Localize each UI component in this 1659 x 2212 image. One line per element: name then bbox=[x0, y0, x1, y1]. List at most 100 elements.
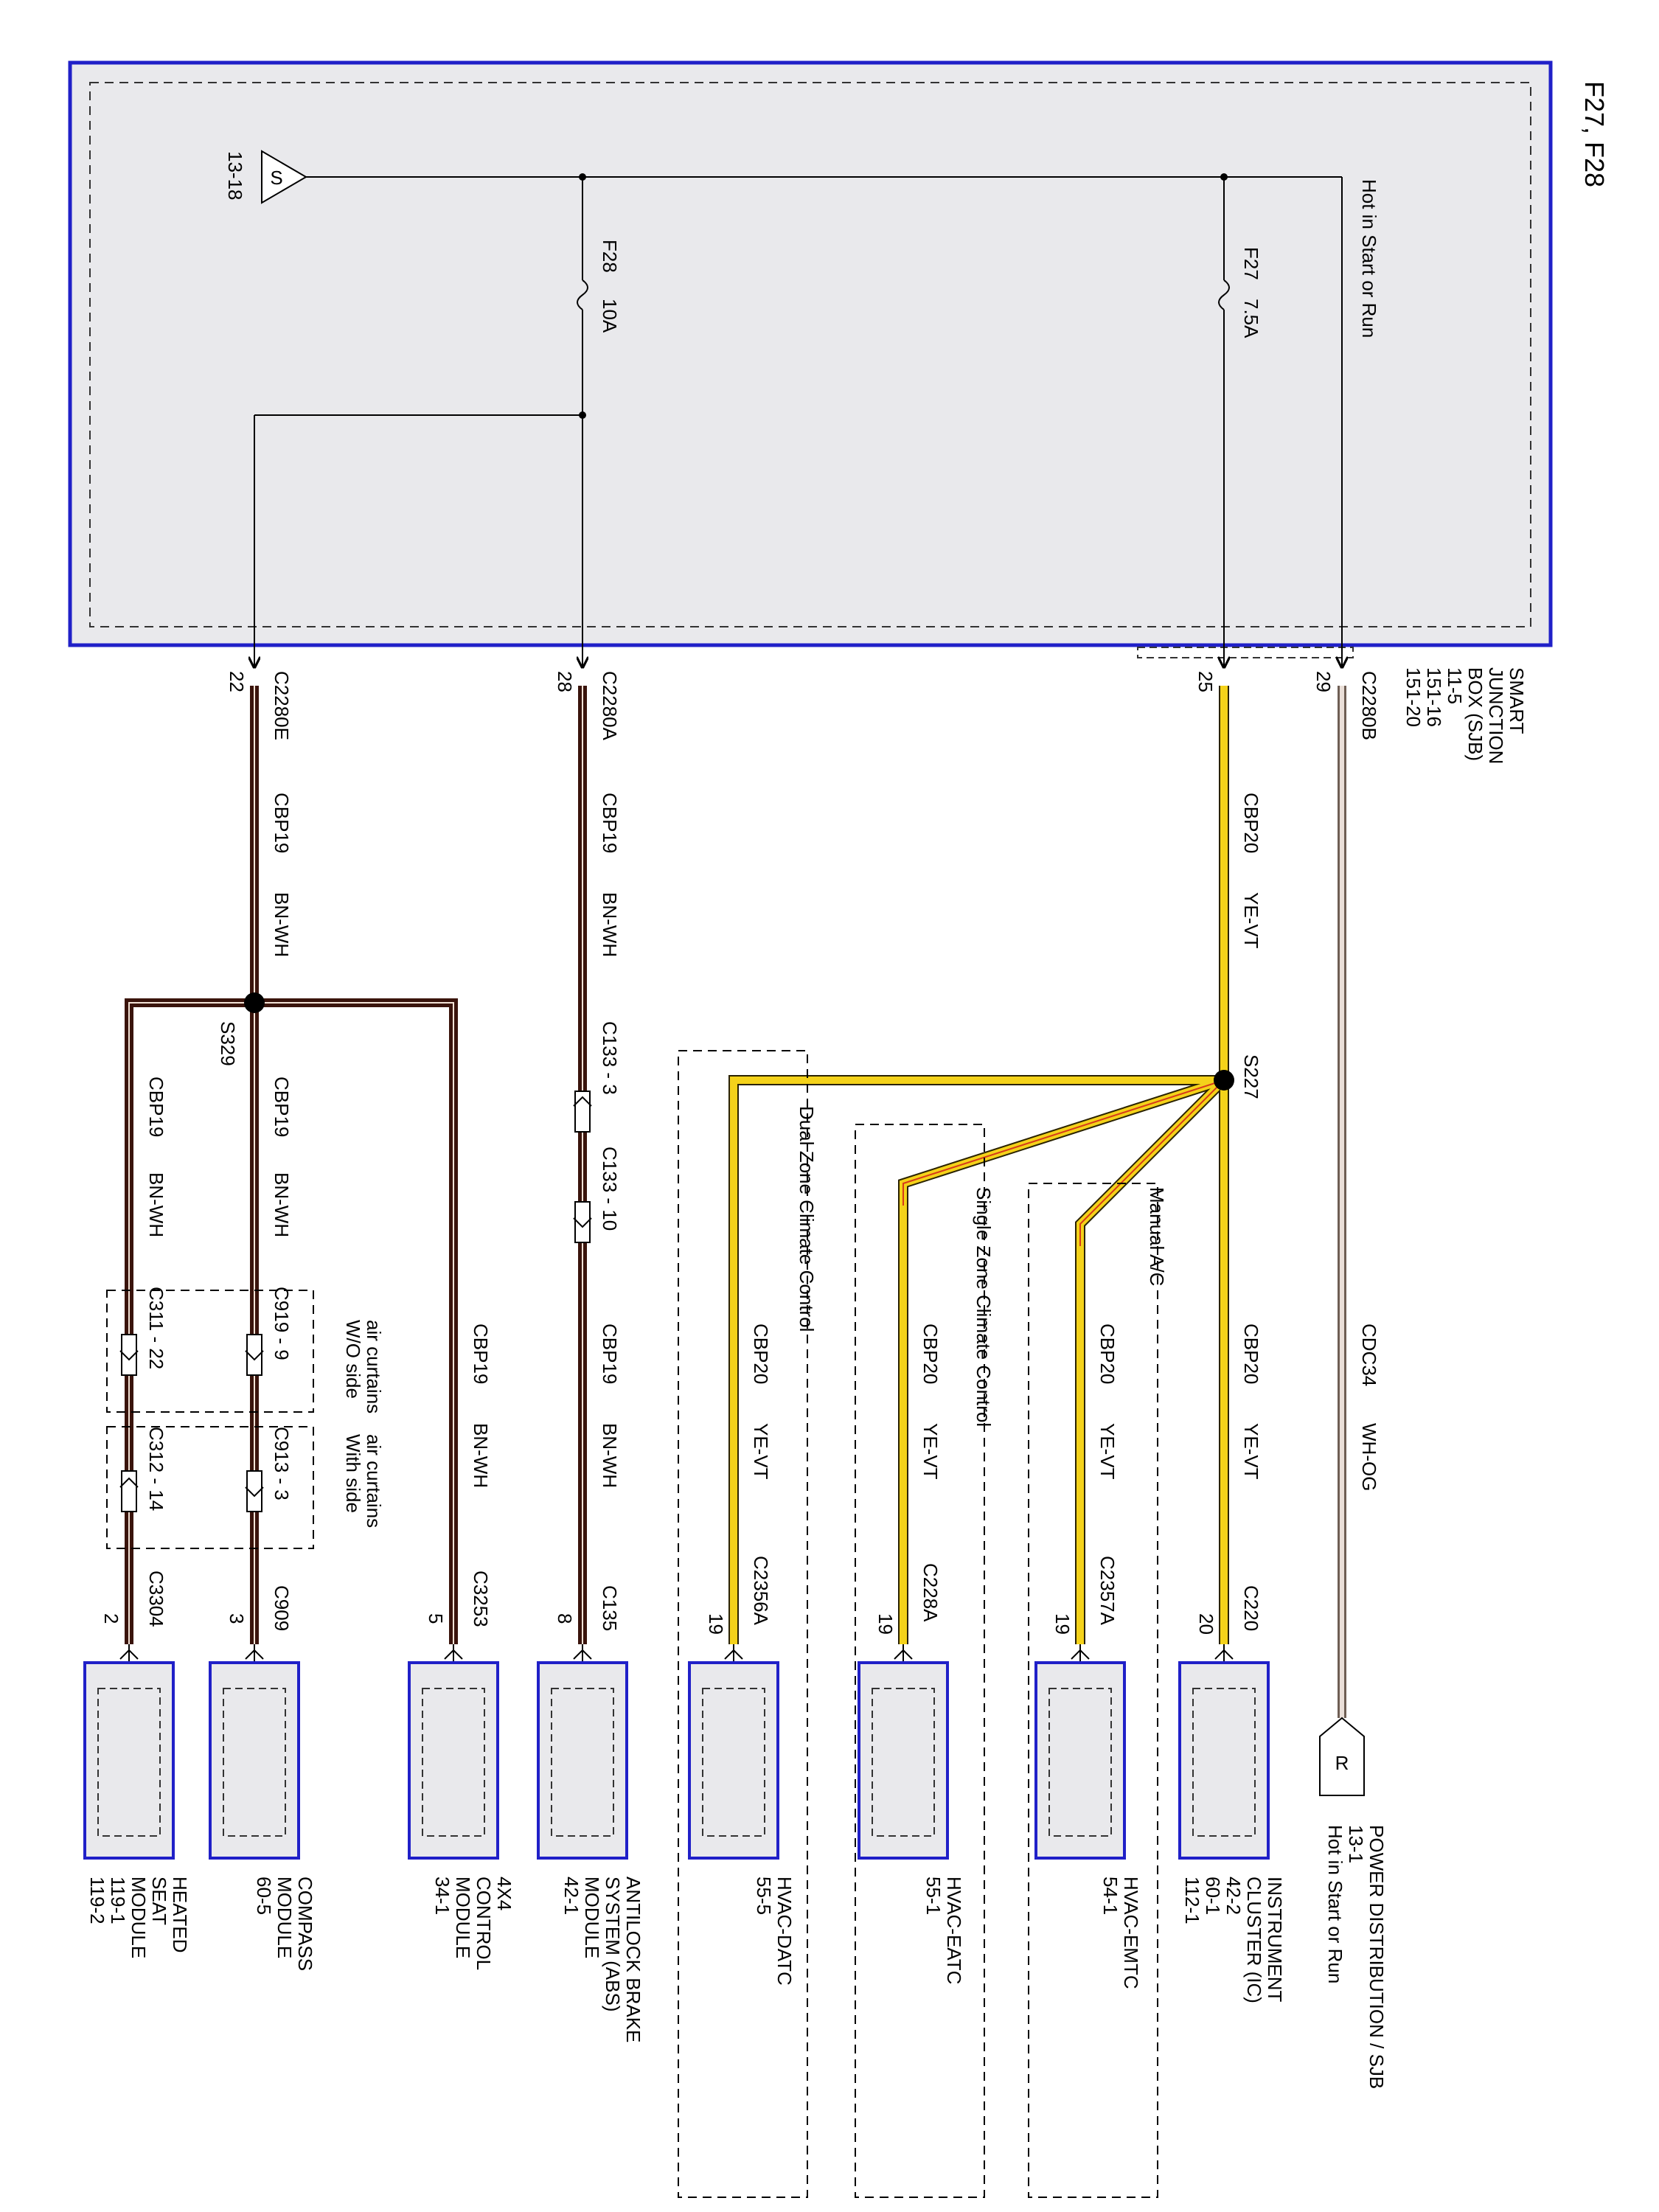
svg-text:air curtains: air curtains bbox=[363, 1434, 385, 1528]
inline-c311-22: C311 - 22 bbox=[145, 1287, 167, 1369]
fuse-f27-id: F27 bbox=[1240, 247, 1262, 280]
svg-text:19: 19 bbox=[705, 1613, 727, 1635]
svg-text:YE-VT: YE-VT bbox=[919, 1423, 942, 1480]
svg-text:CBP20: CBP20 bbox=[750, 1324, 772, 1384]
svg-text:CBP20: CBP20 bbox=[919, 1324, 942, 1384]
svg-text:air curtains: air curtains bbox=[363, 1320, 385, 1413]
svg-text:60-1: 60-1 bbox=[1202, 1877, 1224, 1915]
svg-text:3: 3 bbox=[226, 1613, 248, 1624]
svg-text:CBP19: CBP19 bbox=[271, 793, 293, 853]
fuse-f27-rating: 7.5A bbox=[1240, 299, 1262, 338]
svg-text:55-5: 55-5 bbox=[753, 1877, 775, 1915]
svg-text:MODULE: MODULE bbox=[452, 1877, 474, 1958]
module-heated-seat bbox=[83, 1661, 175, 1860]
svg-text:CLUSTER (IC): CLUSTER (IC) bbox=[1243, 1877, 1265, 2003]
svg-text:CBP19: CBP19 bbox=[271, 1077, 293, 1137]
svg-text:SYSTEM (ABS): SYSTEM (ABS) bbox=[602, 1877, 624, 2011]
svg-text:112-1: 112-1 bbox=[1181, 1877, 1203, 1924]
svg-text:CBP20: CBP20 bbox=[1240, 793, 1262, 853]
svg-text:119-2: 119-2 bbox=[86, 1877, 108, 1924]
svg-text:ANTILOCK BRAKE: ANTILOCK BRAKE bbox=[622, 1877, 644, 2042]
svg-text:C228A: C228A bbox=[919, 1563, 942, 1622]
sjb-connector-c2280a: C2280A bbox=[599, 671, 621, 741]
splice-s329-dot bbox=[244, 992, 265, 1013]
svg-text:HVAC-EATC: HVAC-EATC bbox=[943, 1877, 965, 1984]
option-dual-zone: Dual Zone Climate Control bbox=[796, 1106, 818, 1332]
power-distribution-r-icon bbox=[1319, 1717, 1365, 1796]
sjb-pin-29: 29 bbox=[1312, 671, 1335, 692]
svg-text:JUNCTION: JUNCTION bbox=[1485, 667, 1507, 764]
splice-s227-dot bbox=[1214, 1070, 1234, 1091]
sjb-internal-wiring bbox=[254, 176, 1343, 664]
svg-text:SMART: SMART bbox=[1506, 667, 1528, 734]
svg-text:CBP20: CBP20 bbox=[1096, 1324, 1119, 1384]
svg-text:With side: With side bbox=[342, 1434, 364, 1513]
sjb-inner-dashed bbox=[89, 82, 1531, 627]
svg-text:54-1: 54-1 bbox=[1099, 1877, 1121, 1915]
module-name-hvac-emtc: HVAC-EMTC 54-1 bbox=[1099, 1877, 1142, 1989]
svg-text:C135: C135 bbox=[599, 1585, 621, 1631]
module-4x4-control bbox=[408, 1661, 499, 1860]
svg-text:151-16: 151-16 bbox=[1423, 667, 1445, 727]
svg-text:W/O side: W/O side bbox=[342, 1320, 364, 1399]
svg-text:CBP19: CBP19 bbox=[599, 793, 621, 853]
inline-c913-3: C913 - 3 bbox=[271, 1427, 293, 1500]
svg-text:4X4: 4X4 bbox=[493, 1877, 515, 1910]
module-name-compass: COMPASS MODULE 60-5 bbox=[253, 1877, 316, 1971]
svg-text:C220: C220 bbox=[1240, 1585, 1262, 1631]
svg-text:8: 8 bbox=[554, 1613, 576, 1624]
svg-text:HVAC-DATC: HVAC-DATC bbox=[773, 1877, 796, 1986]
svg-text:20: 20 bbox=[1195, 1613, 1217, 1635]
svg-text:CBP20: CBP20 bbox=[1240, 1324, 1262, 1384]
ground-ref-label: 13-18 bbox=[224, 151, 246, 201]
sjb-pin-22: 22 bbox=[226, 671, 248, 692]
sjb-connector-c2280b: C2280B bbox=[1358, 671, 1380, 740]
svg-text:YE-VT: YE-VT bbox=[1240, 1423, 1262, 1480]
module-hvac-emtc bbox=[1034, 1661, 1126, 1860]
svg-text:19: 19 bbox=[874, 1613, 897, 1635]
module-hvac-datc bbox=[688, 1661, 779, 1860]
svg-text:11-5: 11-5 bbox=[1444, 667, 1466, 704]
svg-text:YE-VT: YE-VT bbox=[750, 1423, 772, 1480]
svg-text:13-1: 13-1 bbox=[1345, 1825, 1367, 1863]
circuit-labels: CBP20 YE-VT CBP19 BN-WH CBP19 BN-WH CDC3… bbox=[145, 793, 1380, 1491]
svg-text:34-1: 34-1 bbox=[431, 1877, 453, 1915]
svg-text:42-2: 42-2 bbox=[1222, 1877, 1245, 1915]
svg-text:INSTRUMENT: INSTRUMENT bbox=[1264, 1877, 1286, 2003]
svg-text:BN-WH: BN-WH bbox=[599, 892, 621, 957]
svg-text:HEATED: HEATED bbox=[169, 1877, 191, 1953]
inline-c312-14: C312 - 14 bbox=[145, 1427, 167, 1511]
svg-text:BN-WH: BN-WH bbox=[271, 1172, 293, 1237]
svg-text:BN-WH: BN-WH bbox=[470, 1423, 492, 1488]
svg-text:60-5: 60-5 bbox=[253, 1877, 275, 1915]
option-manual-ac: Manual A/C bbox=[1146, 1187, 1168, 1286]
module-name-hvac-datc: HVAC-DATC 55-5 bbox=[753, 1877, 796, 1986]
svg-text:151-20: 151-20 bbox=[1402, 667, 1425, 727]
sjb-name: SMART JUNCTION BOX (SJB) 11-5 151-16 151… bbox=[1402, 667, 1528, 764]
inline-c919-9: C919 - 9 bbox=[271, 1287, 293, 1360]
svg-text:BOX (SJB): BOX (SJB) bbox=[1464, 667, 1486, 761]
svg-text:YE-VT: YE-VT bbox=[1240, 892, 1262, 949]
svg-text:42-1: 42-1 bbox=[560, 1877, 582, 1915]
svg-text:BN-WH: BN-WH bbox=[145, 1172, 167, 1237]
svg-text:WH-OG: WH-OG bbox=[1358, 1423, 1380, 1491]
sjb-hot-label: Hot in Start or Run bbox=[1358, 179, 1380, 338]
module-name-abs: ANTILOCK BRAKE SYSTEM (ABS) MODULE 42-1 bbox=[560, 1877, 644, 2042]
svg-text:CBP19: CBP19 bbox=[470, 1324, 492, 1384]
fuse-f28-rating: 10A bbox=[599, 299, 621, 333]
svg-text:Hot in Start or Run: Hot in Start or Run bbox=[1324, 1825, 1346, 1983]
module-abs bbox=[537, 1661, 628, 1860]
svg-text:CONTROL: CONTROL bbox=[473, 1877, 495, 1970]
svg-text:C909: C909 bbox=[271, 1585, 293, 1631]
wire-cbp19 bbox=[125, 686, 587, 1644]
inline-connector-arrows bbox=[119, 1096, 592, 1498]
splice-s227-label: S227 bbox=[1240, 1054, 1262, 1099]
option-boxes bbox=[106, 1050, 1158, 2198]
svg-text:55-1: 55-1 bbox=[922, 1877, 945, 1915]
svg-text:5: 5 bbox=[425, 1613, 447, 1624]
svg-text:BN-WH: BN-WH bbox=[271, 892, 293, 957]
svg-text:C3253: C3253 bbox=[470, 1571, 492, 1627]
inline-c133-3: C133 - 3 bbox=[599, 1021, 621, 1095]
svg-text:SEAT: SEAT bbox=[148, 1877, 170, 1925]
